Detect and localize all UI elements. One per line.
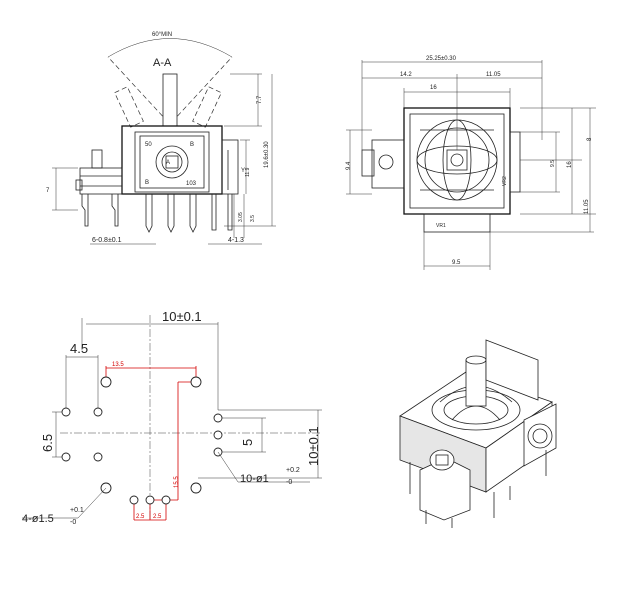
hole-small	[129, 495, 139, 505]
dim-25b: 2.5	[153, 514, 162, 520]
dim-8: 8	[587, 137, 593, 141]
dim-1105-top: 11.05	[486, 72, 501, 78]
dim-16-top: 16	[430, 85, 437, 91]
top-pot-right	[509, 131, 521, 193]
iso-rear-pot	[485, 339, 539, 401]
dim-5: 5	[240, 439, 255, 446]
iso-stick	[465, 359, 487, 407]
switch-button	[91, 149, 103, 169]
holes-big-tol-dn: -0	[70, 519, 76, 526]
dim-155: 15.5	[174, 476, 180, 488]
hole-small	[61, 452, 71, 462]
dim-45: 4.5	[70, 341, 88, 356]
stick-tilt-right	[192, 86, 222, 128]
mark-a: A	[166, 160, 170, 166]
dim-119: 11.9	[245, 167, 251, 177]
top-switch-button	[361, 149, 375, 177]
dim-1105-right: 11.05	[584, 199, 590, 214]
dim-16-right: 16	[567, 161, 573, 168]
iso-switch-button	[429, 449, 455, 471]
mark-50: 50	[145, 142, 152, 148]
hole-small	[61, 407, 71, 417]
stick-center	[162, 73, 178, 127]
pins	[81, 194, 233, 233]
holes-big-tol-up: +0.1	[70, 507, 84, 514]
hole-small	[145, 495, 155, 505]
mark-103: 103	[186, 181, 197, 187]
hole-large	[190, 482, 202, 494]
dim-65: 6.5	[40, 434, 55, 452]
hole-large	[190, 376, 202, 388]
dim-95-right: 9.5	[550, 160, 556, 167]
dim-94: 9.4	[346, 161, 352, 170]
top-view: VR2 VR1 25.25±0.30 14.2 11.05 16 9.5 16 …	[346, 56, 596, 270]
mark-b-top: B	[190, 142, 194, 148]
isometric-view	[399, 339, 557, 528]
mark-b: B	[145, 180, 149, 186]
dim-77: 7.7	[257, 95, 263, 104]
top-switch-body	[371, 139, 405, 189]
housing-inner	[134, 131, 210, 193]
pcb-footprint: 10±0.1 4.5 13.5 15.5 2.5 2.5 6.5 5	[22, 309, 322, 526]
stick-top	[446, 149, 468, 171]
dim-25a: 2.5	[136, 514, 145, 520]
iso-side-pot	[523, 403, 557, 467]
dim-196: 19.6±0.30	[264, 141, 270, 168]
dim-2525: 25.25±0.30	[426, 56, 457, 62]
hole-large	[100, 376, 112, 388]
angle-ray-right	[171, 56, 233, 123]
holes-small-label: 10-ø1	[240, 473, 269, 485]
dim-pins2: 4-1.3	[228, 237, 244, 244]
right-bracket	[221, 139, 239, 195]
dim-7: 7	[46, 188, 50, 194]
pot-shaft	[165, 155, 179, 169]
mark-y: Y	[241, 168, 245, 174]
hole-small	[93, 452, 103, 462]
label-vr2: VR2	[502, 176, 508, 186]
label-vr1: VR1	[436, 223, 446, 229]
hole-small	[161, 495, 171, 505]
dim-pins: 6-0.8±0.1	[92, 237, 122, 244]
housing-face	[139, 135, 205, 189]
hole-small	[213, 413, 223, 423]
section-label: A-A	[153, 57, 172, 69]
dim-10: 10±0.1	[162, 309, 202, 324]
stick-tilt-left	[114, 86, 144, 128]
angle-label: 60°MIN	[152, 32, 172, 38]
pot-inner	[161, 151, 183, 173]
dim-135: 13.5	[112, 362, 124, 368]
dim-305: 3.05	[238, 212, 244, 222]
holes-big-label: 4-ø1.5	[22, 513, 54, 525]
holes-small-tol-up: +0.2	[286, 467, 300, 474]
dim-10v: 10±0.1	[306, 426, 321, 466]
hole-small	[93, 407, 103, 417]
top-pot-bottom	[423, 213, 491, 233]
hole-small	[213, 430, 223, 440]
angle-ray-left	[107, 56, 169, 123]
switch-body	[79, 167, 123, 195]
pot-outer	[155, 145, 189, 179]
angle-arc	[107, 38, 233, 58]
dim-95-bottom: 9.5	[452, 260, 461, 266]
side-view: 60°MIN A-A 50 B A B 103 Y	[46, 32, 276, 245]
dim-142: 14.2	[400, 72, 412, 78]
dim-35: 3.5	[250, 215, 256, 222]
holes-small-tol-dn: -0	[286, 479, 292, 486]
